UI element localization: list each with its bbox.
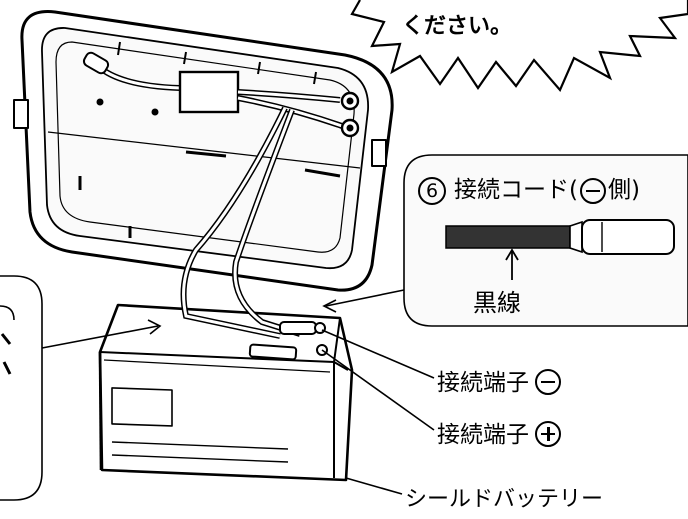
cord-callout-panel (403, 154, 688, 327)
connection-cords (180, 106, 328, 361)
minus-terminal-icon (535, 368, 561, 395)
cord-title-prefix: 接続コード( (454, 177, 578, 203)
speech-bubble (350, 0, 688, 93)
terminal-plus-label: 接続端子 (437, 415, 561, 449)
cord-title-suffix: 側) (607, 177, 640, 203)
plus-terminal-icon (535, 420, 561, 447)
device-wiring (82, 51, 360, 138)
terminal-minus-label: 接続端子 (437, 363, 561, 397)
terminal-minus-text: 接続端子 (437, 370, 529, 396)
cord-callout-title: 6 接続コード( 側) (418, 170, 640, 205)
banner-text: ください。 (402, 14, 513, 39)
black-wire-label: 黒線 (473, 289, 521, 317)
minus-symbol-icon (579, 177, 606, 204)
step-number-badge: 6 (418, 176, 446, 205)
terminal-plus-text: 接続端子 (437, 422, 529, 448)
leader-lines (41, 289, 435, 495)
device-housing (13, 10, 394, 292)
battery-label: シールドバッテリー (405, 487, 604, 512)
left-callout-panel (0, 275, 43, 501)
